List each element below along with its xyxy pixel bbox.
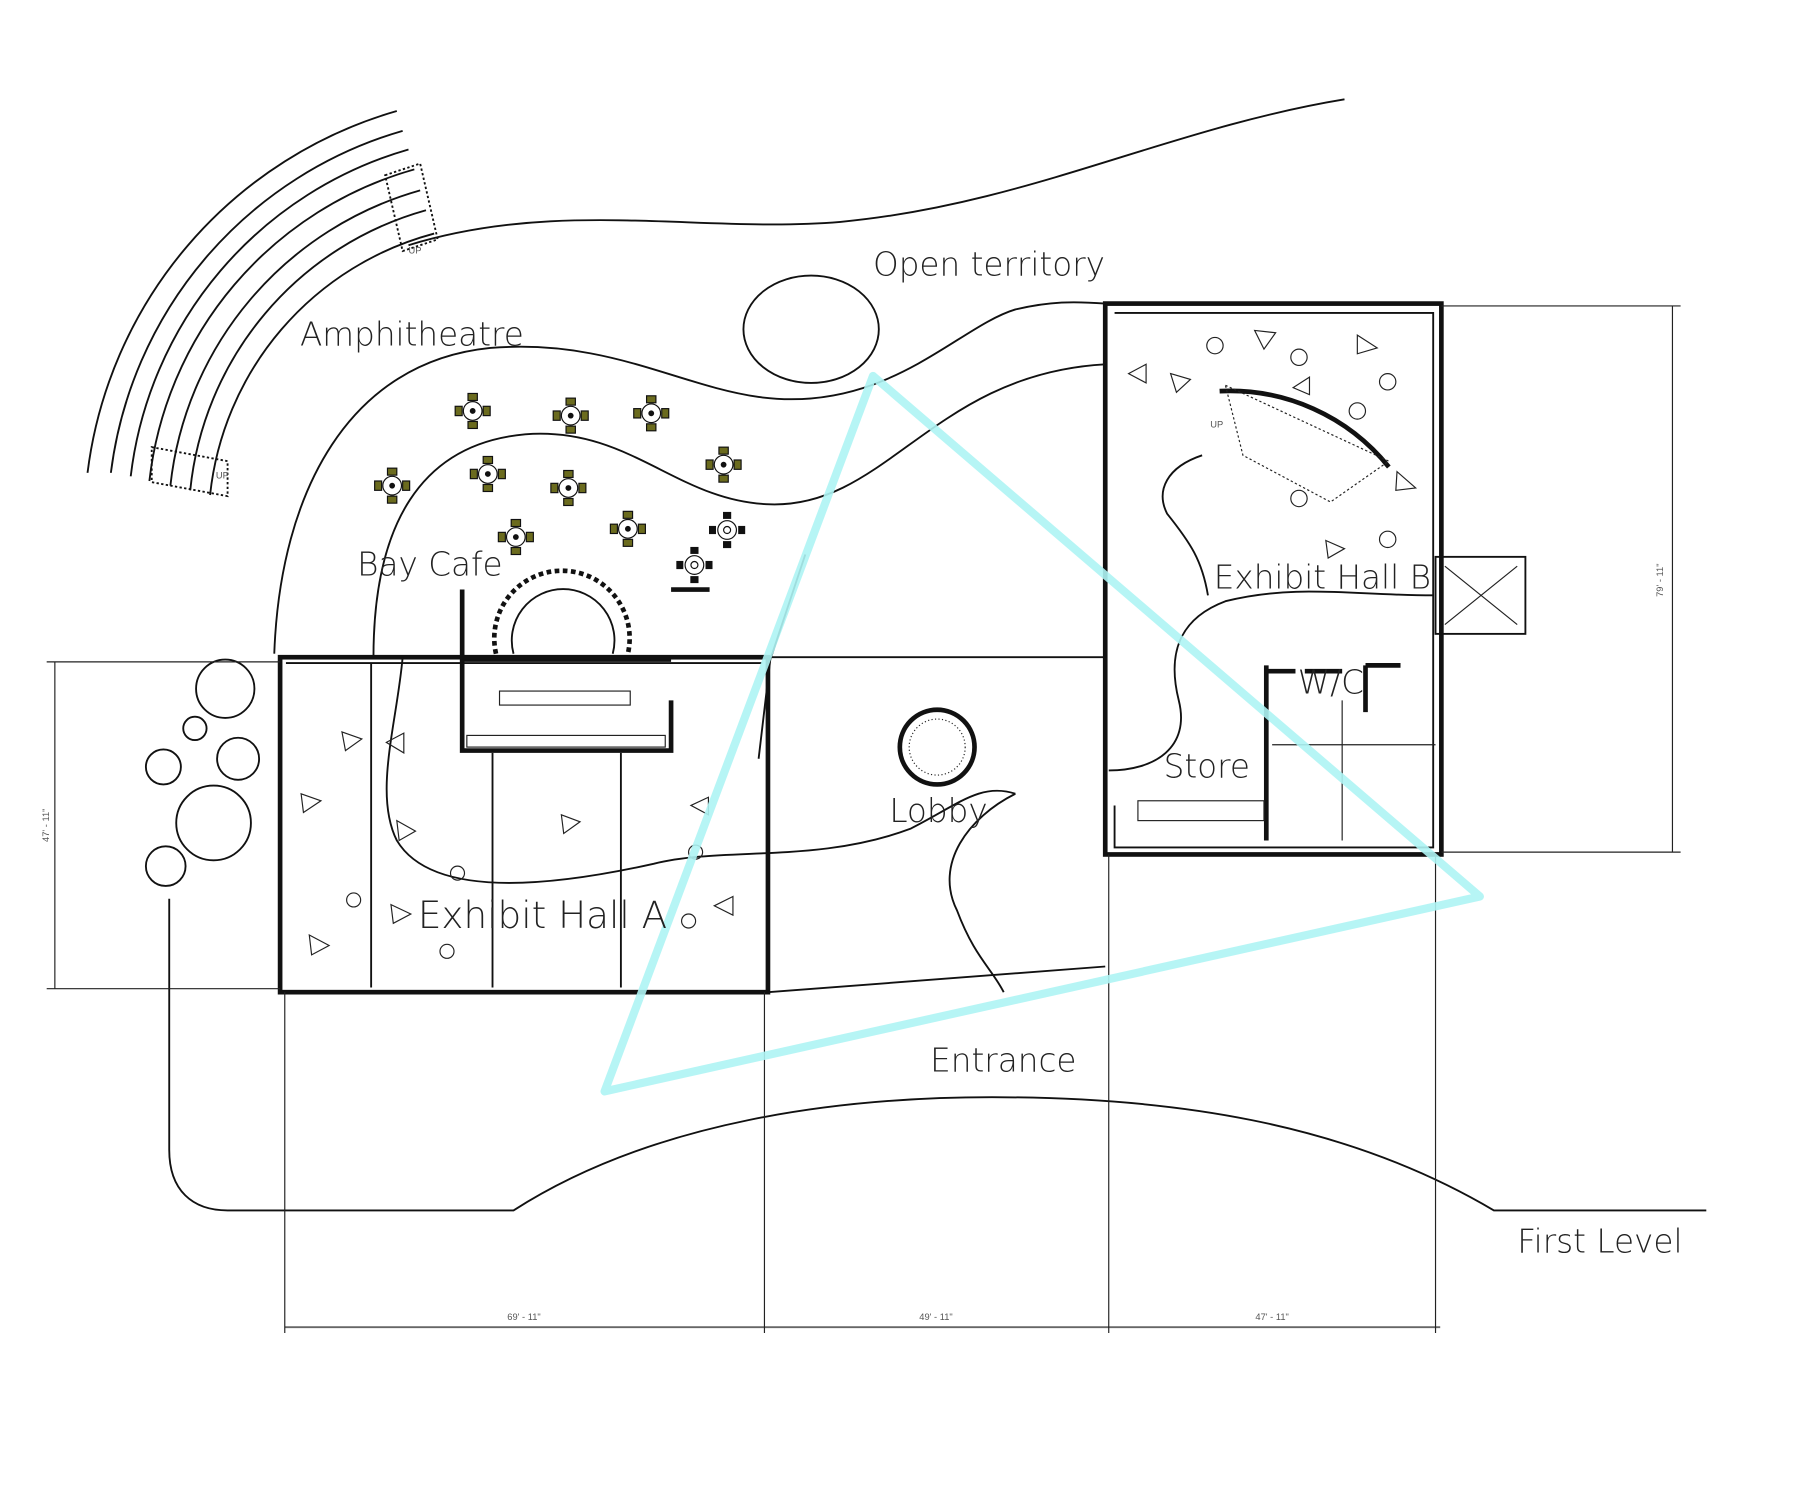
dimension-label: 69' - 11" xyxy=(507,1312,540,1322)
site-top-curve xyxy=(408,98,1345,247)
dimension-label: 47' - 11" xyxy=(1255,1312,1288,1322)
cafe-tables xyxy=(374,392,746,584)
room-label-bay-cafe: Bay Cafe xyxy=(357,546,503,584)
site-bottom-curve xyxy=(168,898,1707,1212)
room-label-lobby: Lobby xyxy=(889,792,987,830)
stair-label-up: UP xyxy=(1210,419,1223,429)
dimension-lines xyxy=(46,305,1681,1333)
dimension-label: 79' - 11" xyxy=(1655,563,1665,596)
level-title: First Level xyxy=(1517,1222,1682,1260)
room-label-amphitheatre: Amphitheatre xyxy=(300,316,524,354)
room-label-exhibit-hall-a: Exhibit Hall A xyxy=(418,893,667,937)
stair-label-up: UP xyxy=(408,245,421,255)
room-label-exhibit-hall-b: Exhibit Hall B xyxy=(1214,558,1431,596)
lobby-walls xyxy=(757,554,1106,994)
stair-label-up: UP xyxy=(216,471,229,481)
room-label-entrance: Entrance xyxy=(930,1042,1076,1080)
dimension-label: 47' - 11" xyxy=(41,809,51,842)
room-label-open-territory: Open territory xyxy=(873,246,1105,284)
dimension-label: 49' - 11" xyxy=(919,1312,952,1322)
open-territory-oval xyxy=(742,274,880,384)
room-label-wc: W/C xyxy=(1298,663,1364,701)
exhibit-hall-b-walls xyxy=(1102,301,1527,857)
amphitheatre-seating xyxy=(86,110,439,498)
site-planters xyxy=(144,658,261,887)
amphitheatre-path-outer xyxy=(273,301,1106,654)
cafe-counter xyxy=(459,568,710,753)
exhibit-hall-a-walls xyxy=(277,654,1016,995)
room-label-store: Store xyxy=(1164,747,1250,785)
highlight-triangle xyxy=(600,371,1484,1096)
